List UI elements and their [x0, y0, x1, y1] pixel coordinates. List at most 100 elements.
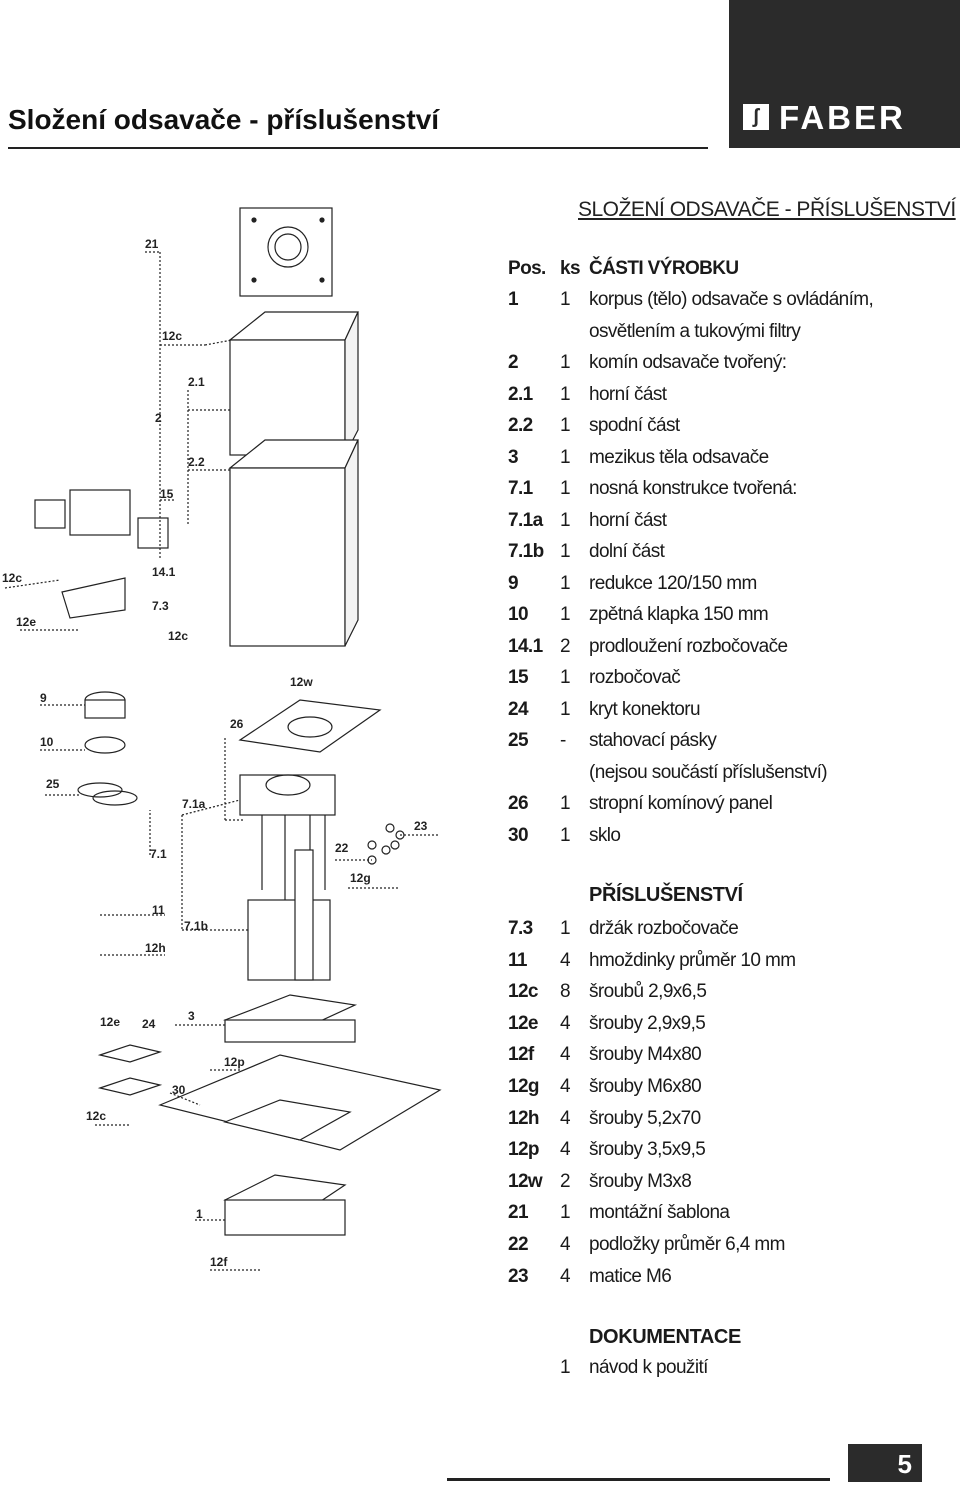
label-26: 26: [230, 717, 244, 731]
label-12p: 12p: [224, 1055, 245, 1069]
item-pos: 26: [508, 793, 529, 814]
item-pos: 7.1b: [508, 541, 544, 562]
item-desc: kryt konektoru: [589, 698, 701, 720]
item-desc: šrouby M6x80: [589, 1076, 702, 1097]
item-ks: 4: [560, 1107, 571, 1129]
item-ks: 1: [560, 604, 571, 625]
item-desc: hmoždinky průměr 10 mm: [589, 949, 796, 971]
item-desc: horní část: [589, 509, 667, 531]
item-desc: návod k použití: [589, 1357, 708, 1378]
item-desc: šroubů 2,9x6,5: [589, 981, 707, 1003]
item-desc: šrouby 2,9x9,5: [589, 1012, 706, 1034]
item-desc: šrouby M3x8: [589, 1170, 692, 1192]
item-pos: 7.1: [508, 478, 533, 499]
label-7-1b: 7.1b: [184, 919, 208, 933]
item-desc: šrouby M4x80: [589, 1044, 702, 1066]
item-ks: 1: [560, 1202, 571, 1224]
label-12g: 12g: [350, 871, 371, 885]
item-desc: sklo: [589, 824, 621, 846]
ks-header: ks: [560, 258, 581, 279]
item-desc: podložky průměr 6,4 mm: [589, 1234, 785, 1255]
item-desc: osvětlením a tukovými filtry: [589, 320, 801, 342]
item-ks: 1: [560, 793, 571, 814]
item-ks: 1: [560, 383, 571, 405]
label-15: 15: [160, 487, 174, 501]
item-ks: 8: [560, 981, 571, 1003]
label-9: 9: [40, 691, 47, 705]
item-pos: 25: [508, 730, 529, 751]
item-pos: 30: [508, 824, 529, 846]
label-25: 25: [46, 777, 60, 791]
item-desc: spodní část: [589, 415, 680, 436]
item-ks: 4: [560, 1265, 571, 1287]
item-pos: 12c: [508, 981, 539, 1003]
label-2-2: 2.2: [188, 455, 205, 469]
item-ks: 1: [560, 541, 571, 562]
label-12c: 12c: [86, 1109, 106, 1123]
item-pos: 22: [508, 1234, 529, 1255]
label-10: 10: [40, 735, 54, 749]
label-12f: 12f: [210, 1255, 228, 1269]
label-21: 21: [145, 237, 159, 251]
item-pos: 10: [508, 604, 529, 625]
item-desc: horní část: [589, 383, 667, 405]
item-pos: 7.1a: [508, 509, 543, 531]
exploded-diagram: 21 12c 2.1 2 2.2 15 12c 14.1 12e 7.3 12c…: [2, 207, 442, 1271]
item-ks: 1: [560, 352, 571, 373]
item-desc: korpus (tělo) odsavače s ovládáním,: [589, 289, 874, 310]
item-pos: 24: [508, 698, 529, 720]
item-ks: 1: [560, 698, 571, 720]
item-pos: 7.3: [508, 918, 533, 939]
item-desc: šrouby 5,2x70: [589, 1107, 701, 1129]
label-14-1: 14.1: [152, 565, 176, 579]
desc-header: ČÁSTI VÝROBKU: [589, 258, 739, 279]
item-ks: 1: [560, 289, 571, 310]
item-ks: 4: [560, 1139, 571, 1161]
item-ks: 1: [560, 446, 571, 468]
item-desc: prodloužení rozbočovače: [589, 635, 788, 657]
label-2: 2: [155, 411, 162, 425]
item-pos: 12p: [508, 1139, 540, 1161]
item-desc: držák rozbočovače: [589, 918, 739, 939]
logo-mark-icon: ʃ: [743, 104, 769, 130]
item-ks: 2: [560, 635, 571, 657]
section-title: SLOŽENÍ ODSAVAČE - PŘÍSLUŠENSTVÍ: [578, 198, 956, 221]
item-pos: 2.1: [508, 383, 533, 405]
label-12w: 12w: [290, 675, 313, 689]
label-12c: 12c: [162, 329, 182, 343]
item-desc: dolní část: [589, 541, 665, 562]
item-pos: 12f: [508, 1044, 534, 1066]
item-pos: 11: [508, 949, 527, 971]
label-3: 3: [188, 1009, 195, 1023]
item-desc: rozbočovač: [589, 667, 681, 688]
item-desc: mezikus těla odsavače: [589, 446, 769, 468]
item-ks: 2: [560, 1170, 571, 1192]
item-ks: 1: [560, 572, 571, 594]
item-pos: 2.2: [508, 415, 533, 436]
label-7-1a: 7.1a: [182, 797, 206, 811]
item-pos: 12h: [508, 1107, 540, 1129]
item-ks: 1: [560, 509, 571, 531]
item-pos: 12e: [508, 1012, 539, 1034]
label-7-1: 7.1: [150, 847, 167, 861]
item-ks: 4: [560, 1044, 571, 1066]
item-ks: 1: [560, 918, 571, 939]
label-1: 1: [196, 1207, 203, 1221]
item-pos: 12g: [508, 1076, 540, 1097]
item-desc: šrouby 3,5x9,5: [589, 1139, 706, 1161]
documentation-title: DOKUMENTACE: [589, 1326, 741, 1348]
item-ks: 4: [560, 1012, 571, 1034]
item-desc: stahovací pásky: [589, 730, 717, 751]
item-desc: nosná konstrukce tvořená:: [589, 478, 797, 499]
label-30: 30: [172, 1083, 186, 1097]
item-desc: stropní komínový panel: [589, 793, 773, 814]
item-ks: 1: [560, 667, 571, 688]
item-pos: 12w: [508, 1170, 543, 1192]
footer-rule: [447, 1478, 830, 1481]
label-12c: 12c: [168, 629, 188, 643]
item-pos: 3: [508, 446, 519, 468]
item-pos: 2: [508, 352, 519, 373]
item-ks: 1: [560, 824, 571, 846]
label-11: 11: [152, 903, 165, 917]
item-ks: 1: [560, 1357, 571, 1378]
